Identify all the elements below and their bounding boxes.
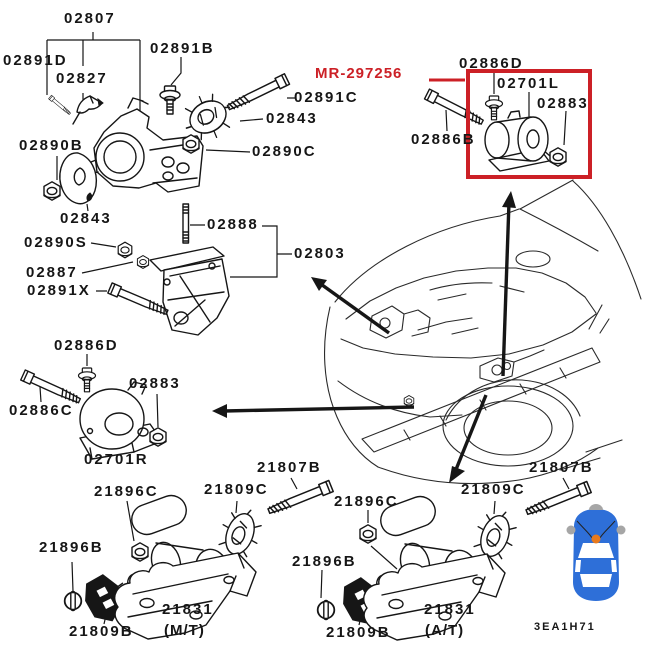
drawing-bolt-02886D [77,367,97,393]
drawing-nut-02887 [136,255,150,269]
part-label-21831-at: 21831 [424,601,476,618]
red-highlight-box [466,69,592,179]
right-mirror [616,525,626,535]
part-label-02891X: 02891X [27,282,91,299]
part-label-21896B-mt: 21896B [39,539,104,556]
drawing-bolt-02886C [20,369,83,407]
part-label-02891B: 02891B [150,40,215,57]
drawing-bolt-21807B-mt [265,479,334,518]
part-label-21809C-mt: 21809C [204,481,269,498]
part-label-21807B-at: 21807B [529,459,594,476]
part-label-21809B-mt: 21809B [69,623,134,640]
highlight-part-number: MR-297256 [315,65,403,82]
part-label-02887: 02887 [26,264,78,281]
drawing-nut-21896C-at [359,524,377,544]
drawing-clip-21896B-at [316,599,336,621]
arrow-to-highlighted-mount [501,191,516,377]
drawing-nut-02890C [182,134,200,154]
drawing-cover-02827 [72,95,104,125]
part-label-02807: 02807 [64,10,116,27]
part-label-02827: 02827 [56,70,108,87]
part-label-21831-mt: 21831 [162,601,214,618]
transmission-tag-mt: (M/T) [164,622,205,639]
part-label-02891C: 02891C [294,89,359,106]
part-label-02886B: 02886B [411,131,476,148]
part-label-21896C-at: 21896C [334,493,399,510]
drawing-bolt-02891C [225,73,291,114]
drawing-nut-21896C-mt [131,542,149,562]
arrow-to-at-mount-group [449,394,488,483]
car-top-view-icon [566,504,626,601]
drawing-engine-mount-assembly [85,97,204,193]
drawing-mount-02701R [79,381,163,460]
part-label-21896B-at: 21896B [292,553,357,570]
drawing-nut-02890B [43,181,61,201]
part-label-02883-a: 02883 [129,375,181,392]
part-label-02843-a: 02843 [266,110,318,127]
part-label-21809C-at: 21809C [461,481,526,498]
car-front-illustration [324,179,642,485]
part-label-21809B-at: 21809B [326,624,391,641]
orange-marker [591,534,601,544]
windshield [578,543,614,558]
part-label-02890B: 02890B [19,137,84,154]
part-label-02890C: 02890C [252,143,317,160]
part-label-02891D: 02891D [3,52,68,69]
part-label-02890S: 02890S [24,234,88,251]
drawing-bolt-02891X [107,282,170,318]
part-label-02886D-a: 02886D [54,337,119,354]
drawing-stud-02888 [182,203,190,244]
arrow-to-right-mount-group [212,404,415,418]
part-label-02886C: 02886C [9,402,74,419]
drawing-bolt-02886B [423,88,486,128]
drawing-bolt-21807B-at [523,480,592,519]
part-label-21896C-mt: 21896C [94,483,159,500]
drawing-clip-21896B-mt [63,590,83,612]
drawing-bracket-02803 [149,246,230,336]
drawing-nut-02883 [149,427,167,447]
drawing-bolt-02886D-right [484,95,504,121]
part-label-02701R: 02701R [84,451,149,468]
part-label-02883-b: 02883 [537,95,589,112]
drawing-bolt-02891B [159,85,181,115]
part-label-02803: 02803 [294,245,346,262]
drawing-nut-02883-right [549,147,567,167]
drawing-nut-02890S [117,241,133,259]
part-label-02843-b: 02843 [60,210,112,227]
part-label-21807B-mt: 21807B [257,459,322,476]
transmission-tag-at: (A/T) [425,622,465,639]
part-label-02886D-b: 02886D [459,55,524,72]
drawing-mount-02701L [484,110,551,172]
part-label-02888: 02888 [207,216,259,233]
drawing-bolt-02891D [48,94,72,116]
left-mirror [566,525,576,535]
part-label-02701L: 02701L [497,75,560,92]
rear-window [580,574,612,587]
diagram-code: 3EA1H71 [534,621,596,633]
drawing-shield-02843 [59,152,98,205]
arrow-to-bracket-group [311,277,390,335]
